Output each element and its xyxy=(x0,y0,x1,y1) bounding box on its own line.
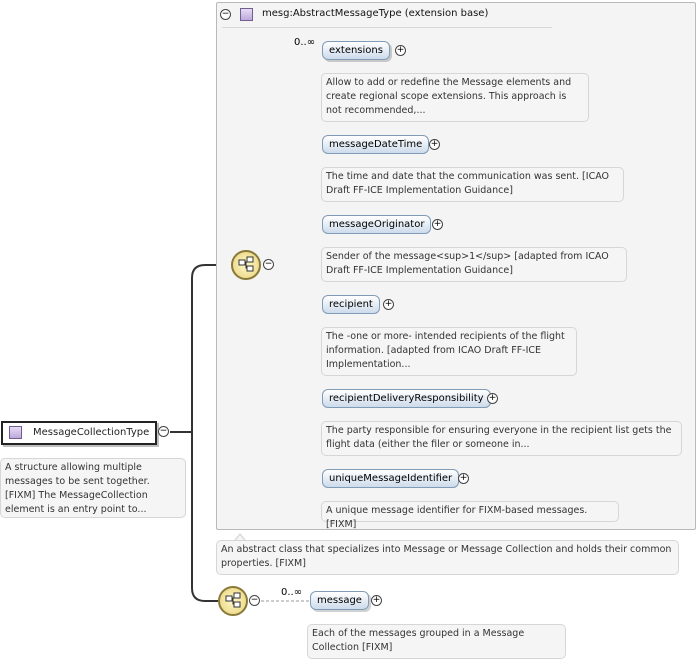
extension-header-divider xyxy=(222,27,552,28)
recipient-expand-toggle[interactable]: + xyxy=(383,299,394,310)
sequence-collapse-toggle[interactable]: − xyxy=(263,259,274,270)
messageOriginator-expand-toggle[interactable]: + xyxy=(432,219,443,230)
complex-type-icon xyxy=(240,8,253,21)
extension-collapse-toggle[interactable]: − xyxy=(220,9,231,20)
root-to-extension-sequence-line xyxy=(170,264,218,433)
root-type-doc: A structure allowing multiple messages t… xyxy=(0,458,186,518)
element-recipient[interactable]: recipient xyxy=(322,295,380,314)
root-type-box[interactable]: MessageCollectionType xyxy=(1,421,158,445)
uniqueMessageIdentifier-expand-toggle[interactable]: + xyxy=(458,473,469,484)
recipientDeliveryResponsibility-expand-toggle[interactable]: + xyxy=(487,393,498,404)
extensions-expand-toggle[interactable]: + xyxy=(395,45,406,56)
messageDateTime-expand-toggle[interactable]: + xyxy=(429,139,440,150)
message-expand-toggle[interactable]: + xyxy=(371,595,382,606)
message-sequence-compositor-icon[interactable] xyxy=(218,586,248,616)
sequence-compositor-icon[interactable] xyxy=(231,250,261,280)
message-multiplicity: 0..∞ xyxy=(281,587,303,598)
extension-base-title: mesg:AbstractMessageType (extension base… xyxy=(262,8,489,19)
recipientDeliveryResponsibility-doc: The party responsible for ensuring every… xyxy=(321,421,682,456)
messageOriginator-doc: Sender of the message<sup>1</sup> [adapt… xyxy=(321,247,627,282)
root-to-message-sequence-line xyxy=(191,432,218,602)
element-extensions[interactable]: extensions xyxy=(322,41,390,60)
element-messageDateTime[interactable]: messageDateTime xyxy=(322,135,430,154)
message-sequence-collapse-toggle[interactable]: − xyxy=(249,595,260,606)
element-uniqueMessageIdentifier[interactable]: uniqueMessageIdentifier xyxy=(322,469,460,488)
element-message[interactable]: message xyxy=(310,591,369,610)
element-messageOriginator[interactable]: messageOriginator xyxy=(322,215,432,234)
extension-doc-pointer xyxy=(234,533,246,541)
messageDateTime-doc: The time and date that the communication… xyxy=(321,167,624,202)
element-recipientDeliveryResponsibility[interactable]: recipientDeliveryResponsibility xyxy=(322,389,491,408)
root-type-label: MessageCollectionType xyxy=(33,427,150,438)
uniqueMessageIdentifier-doc: A unique message identifier for FIXM-bas… xyxy=(321,501,619,530)
sequence-glyph-icon xyxy=(238,256,254,272)
root-type-icon xyxy=(9,426,22,439)
extensions-doc: Allow to add or redefine the Message ele… xyxy=(321,73,589,122)
root-collapse-toggle[interactable]: − xyxy=(158,426,169,437)
extensions-multiplicity: 0..∞ xyxy=(294,37,316,48)
recipient-doc: The -one or more- intended recipients of… xyxy=(321,327,577,376)
extension-base-doc: An abstract class that specializes into … xyxy=(216,540,679,575)
sequence-glyph-icon xyxy=(225,592,241,608)
message-doc: Each of the messages grouped in a Messag… xyxy=(307,624,566,659)
